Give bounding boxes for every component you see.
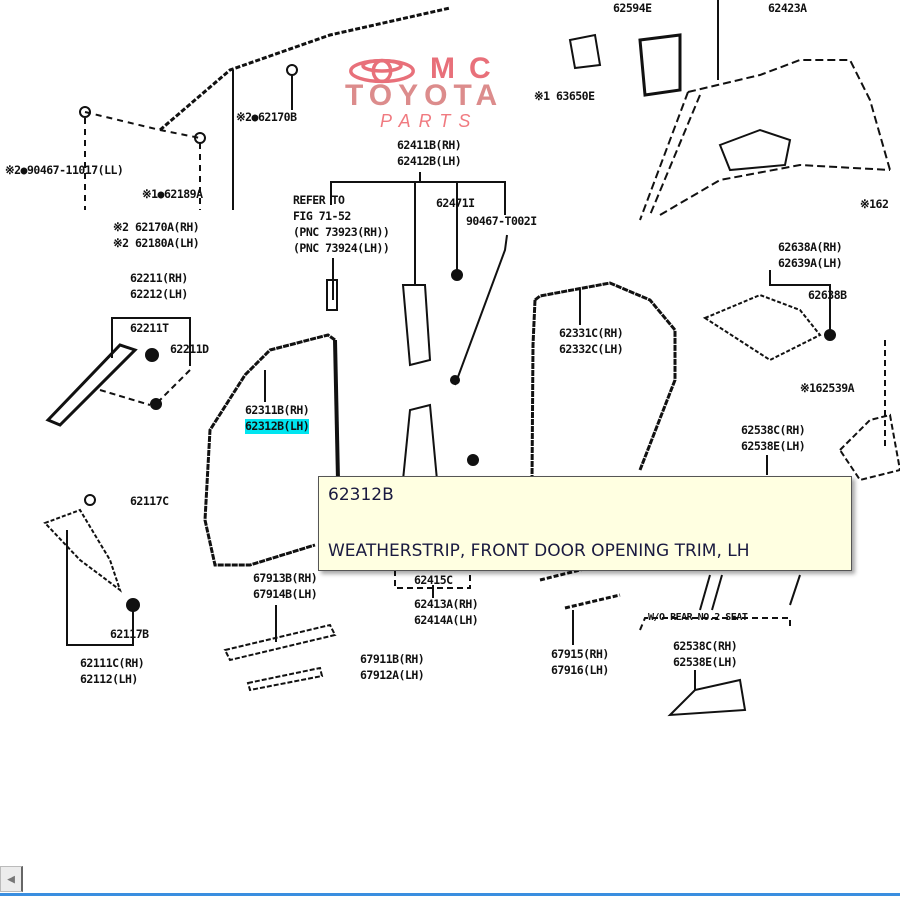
part-label[interactable]: 62332C(LH) bbox=[559, 342, 624, 356]
part-label[interactable]: 62638A(RH) bbox=[778, 240, 843, 254]
refer-note: (PNC 73923(RH)) bbox=[293, 225, 390, 239]
part-label[interactable]: 67914B(LH) bbox=[253, 587, 318, 601]
part-label[interactable]: 67911B(RH) bbox=[360, 652, 425, 666]
condition-note: W/O REAR NO.2 SEAT bbox=[648, 612, 748, 623]
refer-note: (PNC 73924(LH)) bbox=[293, 241, 390, 255]
part-label[interactable]: 62594E bbox=[613, 1, 652, 15]
part-label[interactable]: ※2●90467-11017(LL) bbox=[5, 163, 124, 177]
part-label[interactable]: ※162539A bbox=[800, 381, 855, 395]
part-label[interactable]: ※1 63650E bbox=[534, 89, 595, 103]
part-label[interactable]: 62638B bbox=[808, 288, 847, 302]
part-label[interactable]: 62538C(RH) bbox=[741, 423, 806, 437]
tooltip-part-description: WEATHERSTRIP, FRONT DOOR OPENING TRIM, L… bbox=[328, 541, 750, 561]
part-label[interactable]: 62639A(LH) bbox=[778, 256, 843, 270]
part-label[interactable]: 62538E(LH) bbox=[673, 655, 738, 669]
part-label[interactable]: 62331C(RH) bbox=[559, 326, 624, 340]
part-label[interactable]: ※162 bbox=[860, 197, 889, 211]
refer-note: FIG 71-52 bbox=[293, 209, 351, 223]
part-label[interactable]: 67913B(RH) bbox=[253, 571, 318, 585]
watermark-toyota: TOYOTA bbox=[345, 79, 504, 112]
refer-note: REFER TO bbox=[293, 193, 345, 207]
part-label[interactable]: 90467-T002I bbox=[466, 214, 537, 228]
part-label[interactable]: ※2 62180A(LH) bbox=[113, 236, 200, 250]
scroll-left-button[interactable]: ◀ bbox=[0, 866, 23, 892]
part-label[interactable]: 62117B bbox=[110, 627, 149, 641]
part-label[interactable]: ※2 62170A(RH) bbox=[113, 220, 200, 234]
watermark-parts: PARTS bbox=[380, 111, 479, 131]
part-label[interactable]: 67916(LH) bbox=[551, 663, 609, 677]
part-label[interactable]: 62414A(LH) bbox=[414, 613, 479, 627]
part-label[interactable]: 62112(LH) bbox=[80, 672, 138, 686]
part-label-selected[interactable]: 62312B(LH) bbox=[245, 419, 310, 434]
watermark-mc: MC bbox=[430, 52, 505, 85]
part-label[interactable]: 62538E(LH) bbox=[741, 439, 806, 453]
tooltip-part-number: 62312B bbox=[328, 485, 394, 505]
part-tooltip: 62312B WEATHERSTRIP, FRONT DOOR OPENING … bbox=[318, 476, 852, 571]
watermark-logo: MC TOYOTA PARTS bbox=[340, 52, 570, 134]
part-label[interactable]: 62117C bbox=[130, 494, 169, 508]
part-label[interactable]: 62211(RH) bbox=[130, 271, 188, 285]
part-label[interactable]: 62211T bbox=[130, 321, 169, 335]
scroll-left-arrow-icon: ◀ bbox=[7, 872, 15, 887]
part-label[interactable]: 62423A bbox=[768, 1, 807, 15]
part-label[interactable]: 67912A(LH) bbox=[360, 668, 425, 682]
part-label[interactable]: 62212(LH) bbox=[130, 287, 188, 301]
part-label[interactable]: 62415C bbox=[414, 573, 453, 587]
part-label[interactable]: 62538C(RH) bbox=[673, 639, 738, 653]
part-label[interactable]: 62311B(RH) bbox=[245, 403, 310, 417]
part-label[interactable]: 67915(RH) bbox=[551, 647, 609, 661]
part-label[interactable]: 62413A(RH) bbox=[414, 597, 479, 611]
part-label[interactable]: 62412B(LH) bbox=[397, 154, 462, 168]
part-label[interactable]: 62471I bbox=[436, 196, 475, 210]
part-label[interactable]: ※1●62189A bbox=[142, 187, 203, 201]
scrollbar-track[interactable] bbox=[0, 893, 900, 896]
toyota-logo-icon bbox=[349, 58, 415, 84]
part-label[interactable]: 62211D bbox=[170, 342, 209, 356]
part-label[interactable]: ※2●62170B bbox=[236, 110, 297, 124]
horizontal-scrollbar[interactable]: ◀ bbox=[0, 866, 900, 896]
part-label[interactable]: 62411B(RH) bbox=[397, 138, 462, 152]
part-label[interactable]: 62111C(RH) bbox=[80, 656, 145, 670]
